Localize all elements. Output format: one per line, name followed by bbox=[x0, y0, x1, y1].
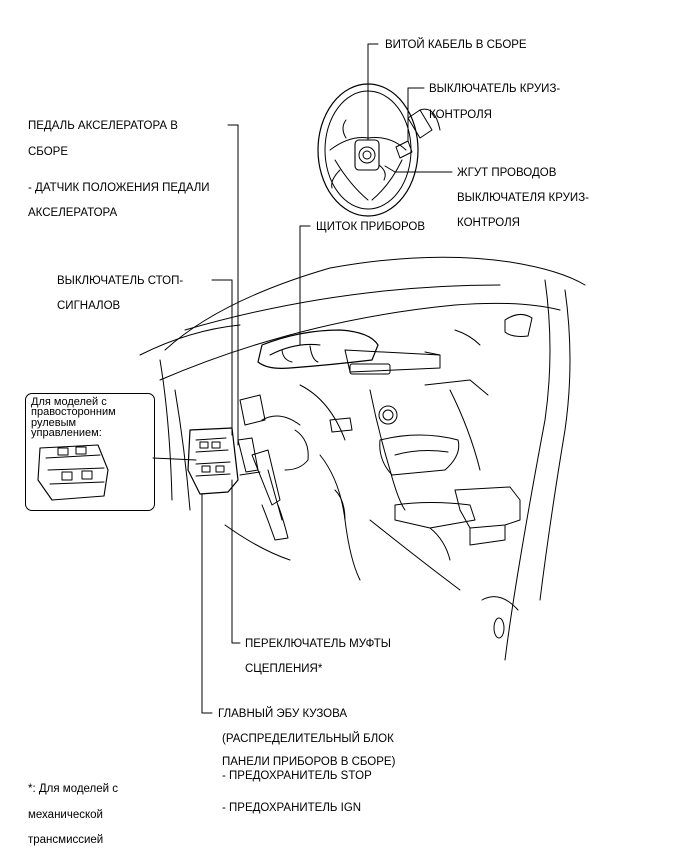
label-stop-switch-line2: СИГНАЛОВ bbox=[57, 300, 121, 312]
label-accel-pedal-line1: ПЕДАЛЬ АКСЕЛЕРАТОРА В bbox=[28, 120, 178, 132]
label-rhd-line3: рулевым bbox=[31, 417, 77, 429]
label-main-ecu-line3: ПАНЕЛИ ПРИБОРОВ В СБОРЕ) bbox=[222, 756, 396, 768]
steering-wheel-illustration bbox=[317, 83, 441, 217]
label-footnote-line1: *: Для моделей с bbox=[28, 783, 119, 795]
label-main-ecu-line2: (РАСПРЕДЕЛИТЕЛЬНЫЙ БЛОК bbox=[222, 733, 394, 745]
label-fuse-stop: - ПРЕДОХРАНИТЕЛЬ STOP bbox=[222, 770, 372, 782]
label-cruise-switch-line1: ВЫКЛЮЧАТЕЛЬ КРУИЗ- bbox=[429, 83, 561, 95]
label-combination-meter: ЩИТОК ПРИБОРОВ bbox=[316, 221, 425, 233]
label-main-ecu-line1: ГЛАВНЫЙ ЭБУ КУЗОВА bbox=[218, 708, 348, 720]
label-accel-sensor-line2: АКСЕЛЕРАТОРА bbox=[28, 207, 118, 219]
label-clock-spring: ВИТОЙ КАБЕЛЬ В СБОРЕ bbox=[385, 39, 527, 51]
rhd-junction-box-illustration bbox=[37, 444, 197, 501]
label-wire-harness-line1: ЖГУТ ПРОВОДОВ bbox=[457, 167, 557, 179]
rhd-inset-frame bbox=[25, 393, 155, 511]
pedal-illustration bbox=[237, 437, 289, 541]
label-accel-pedal-line2: СБОРЕ bbox=[28, 146, 69, 158]
label-wire-harness-line3: КОНТРОЛЯ bbox=[457, 217, 520, 229]
dashboard-outline bbox=[139, 256, 586, 661]
leader-lines bbox=[201, 43, 453, 714]
label-stop-switch-line1: ВЫКЛЮЧАТЕЛЬ СТОП- bbox=[57, 275, 184, 287]
label-clutch-switch-line1: ПЕРЕКЛЮЧАТЕЛЬ МУФТЫ bbox=[245, 638, 391, 650]
junction-box-illustration bbox=[187, 427, 239, 495]
label-clutch-switch-line2: СЦЕПЛЕНИЯ* bbox=[245, 663, 323, 675]
label-rhd-line2: правосторонним bbox=[31, 406, 116, 418]
label-footnote-line2: механической bbox=[28, 809, 103, 821]
label-rhd-line4: управлением: bbox=[31, 427, 102, 439]
label-cruise-switch-line2: КОНТРОЛЯ bbox=[429, 109, 492, 121]
label-fuse-ign: - ПРЕДОХРАНИТЕЛЬ IGN bbox=[222, 802, 362, 814]
label-footnote-line3: трансмиссией bbox=[28, 834, 104, 846]
label-wire-harness-line2: ВЫКЛЮЧАТЕЛЯ КРУИЗ- bbox=[457, 192, 589, 204]
label-rhd-line1: Для моделей с bbox=[31, 396, 107, 408]
label-accel-sensor-line1: - ДАТЧИК ПОЛОЖЕНИЯ ПЕДАЛИ bbox=[28, 182, 210, 194]
